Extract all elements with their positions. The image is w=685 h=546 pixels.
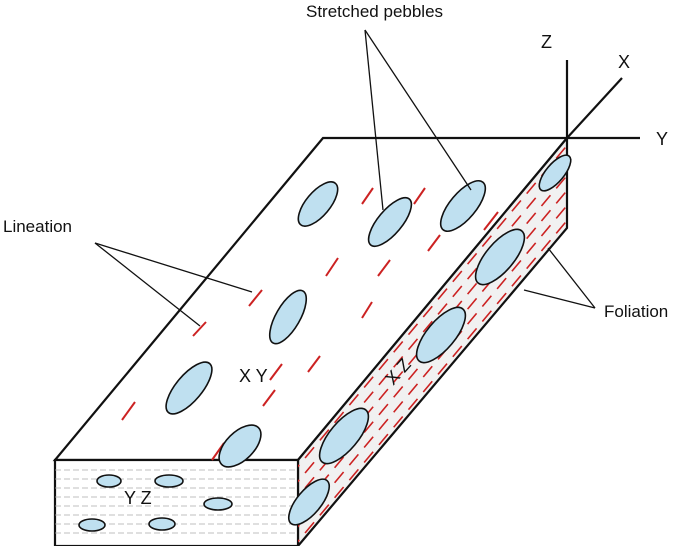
coordinate-axes bbox=[565, 60, 640, 140]
xy-face-label: X Y bbox=[239, 366, 268, 386]
yz-pebbles bbox=[78, 474, 233, 532]
xy-pebbles bbox=[165, 180, 487, 468]
leader-lines bbox=[94, 29, 596, 327]
foliation-label: Foliation bbox=[604, 302, 669, 321]
yz-face bbox=[53, 458, 300, 546]
yz-face-label: Y Z bbox=[124, 488, 152, 508]
x-axis-label: X bbox=[618, 52, 631, 72]
xz-pebbles bbox=[287, 154, 572, 526]
y-axis-label: Y bbox=[656, 129, 669, 149]
stretched-pebbles-label: Stretched pebbles bbox=[306, 2, 444, 21]
lineation-label: Lineation bbox=[3, 217, 73, 236]
z-axis-label: Z bbox=[541, 32, 552, 52]
xy-lineation-marks bbox=[121, 187, 499, 461]
